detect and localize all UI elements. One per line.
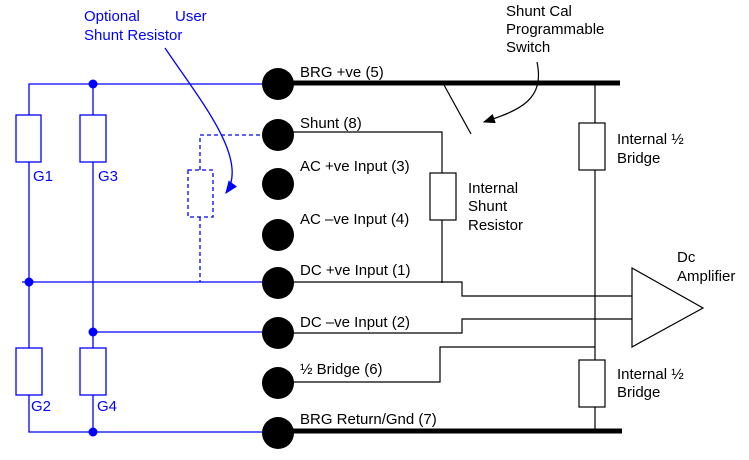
internal-half-bridge-bottom: [578, 359, 606, 408]
terminal-half-bridge: ½ Bridge (6): [300, 361, 383, 378]
internal-shunt-resistor: [429, 172, 457, 221]
label-amp-2: Amplifier: [677, 268, 735, 285]
label-shunt-cal-1: Shunt Cal: [506, 3, 572, 20]
label-half-bridge-bot-2: Bridge: [617, 384, 660, 401]
label-half-bridge-bot-1: Internal ½: [617, 366, 684, 383]
terminal-dc-neg: DC –ve Input (2): [300, 314, 410, 331]
dc-amplifier: [631, 266, 705, 349]
internal-wiring: [278, 61, 705, 434]
label-g1: G1: [33, 168, 53, 185]
label-g2: G2: [31, 398, 51, 415]
label-internal-shunt-2: Shunt: [468, 198, 508, 215]
shunt-cal-switch: [443, 84, 472, 135]
label-shunt-cal-2: Programmable: [506, 21, 604, 38]
terminal-brg-pos: BRG +ve (5): [300, 64, 384, 81]
resistor-g3: [79, 114, 107, 163]
user-bridge: [15, 47, 262, 433]
label-user: User: [175, 8, 207, 25]
label-g3: G3: [98, 168, 118, 185]
terminal-dc-pos: DC +ve Input (1): [300, 262, 410, 279]
label-half-bridge-top-2: Bridge: [617, 150, 660, 167]
terminal-ac-pos: AC +ve Input (3): [300, 158, 410, 175]
optional-shunt-arrow: [164, 47, 238, 195]
switch-arrow: [482, 61, 539, 124]
label-half-bridge-top-1: Internal ½: [617, 131, 684, 148]
internal-half-bridge-top: [578, 122, 606, 171]
resistor-g2: [15, 347, 43, 396]
terminal-brg-return: BRG Return/Gnd (7): [300, 411, 437, 428]
optional-shunt-resistor: [187, 169, 214, 218]
label-optional: Optional: [84, 8, 140, 25]
label-internal-shunt-3: Resistor: [468, 217, 523, 234]
label-g4: G4: [97, 398, 117, 415]
label-amp-1: Dc: [677, 249, 696, 266]
label-shunt-cal-3: Switch: [506, 39, 550, 56]
terminal-ac-neg: AC –ve Input (4): [300, 211, 409, 228]
terminal-circles: [262, 68, 294, 449]
resistor-g1: [15, 114, 42, 163]
label-internal-shunt-1: Internal: [468, 180, 518, 197]
junction-dots: [24, 79, 98, 437]
label-shunt-resistor: Shunt Resistor: [84, 27, 182, 44]
terminal-shunt: Shunt (8): [300, 115, 362, 132]
resistor-g4: [79, 347, 107, 396]
